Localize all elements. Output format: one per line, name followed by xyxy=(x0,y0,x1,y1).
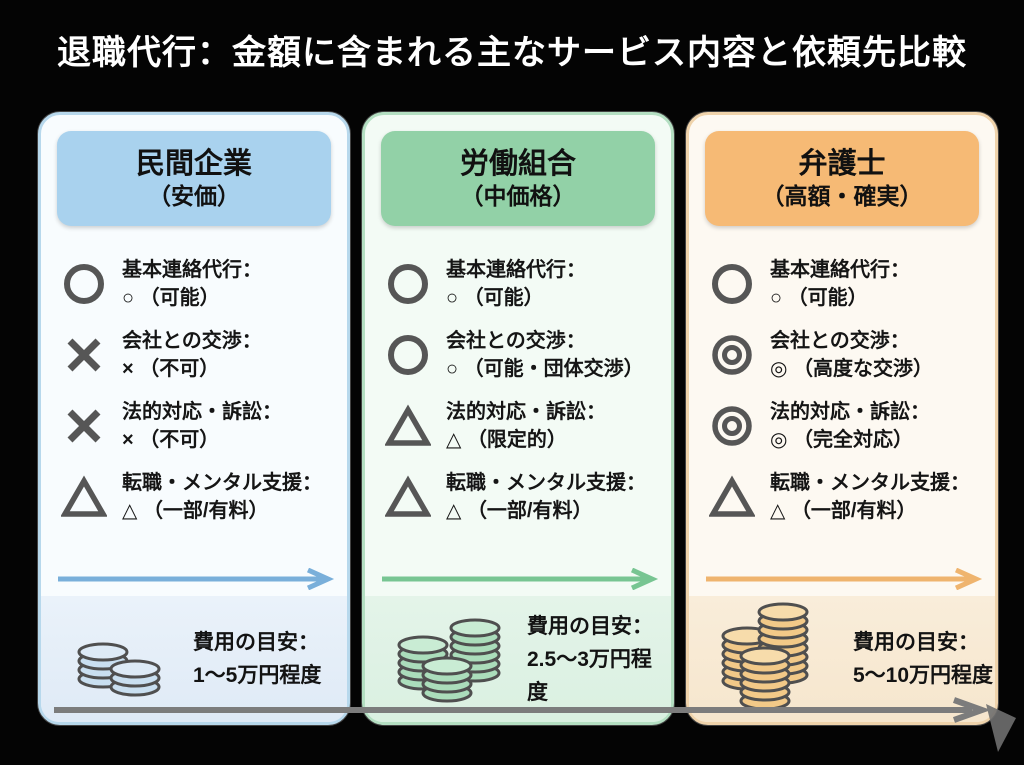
card-header: 弁護士 （高額・確実） xyxy=(705,131,979,226)
double-circle-icon xyxy=(709,332,755,378)
double-circle-icon xyxy=(709,403,755,449)
service-item: 転職・メンタル支援： △ （一部/有料） xyxy=(709,469,987,525)
service-item: 転職・メンタル支援： △ （一部/有料） xyxy=(385,469,663,525)
right-arrow-icon xyxy=(706,567,995,591)
card-private-company: 民間企業 （安価） 基本連絡代行： ○ （可能） 会社との交渉： × （不可） xyxy=(38,112,350,725)
page-title: 退職代行：金額に含まれる主なサービス内容と依頼先比較 xyxy=(57,34,967,72)
service-item: 会社との交渉： × （不可） xyxy=(61,327,339,383)
cost-panel: 費用の目安： 1〜5万円程度 xyxy=(41,596,347,722)
card-lawyer: 弁護士 （高額・確実） 基本連絡代行： ○ （可能） 会社との交渉： ◎ （高度… xyxy=(686,112,998,725)
card-labor-union: 労働組合 （中価格） 基本連絡代行： ○ （可能） 会社との交渉： ○ （可能・… xyxy=(362,112,674,725)
cost-label: 費用の目安： xyxy=(853,631,979,654)
service-item-list: 基本連絡代行： ○ （可能） 会社との交渉： ○ （可能・団体交渉） 法的対応・… xyxy=(365,256,671,540)
cost-panel: 費用の目安： 5〜10万円程度 xyxy=(689,596,995,722)
service-item: 法的対応・訴訟： ◎ （完全対応） xyxy=(709,398,987,454)
service-item: 転職・メンタル支援： △ （一部/有料） xyxy=(61,469,339,525)
service-label: 法的対応・訴訟： xyxy=(446,401,606,423)
cost-label: 費用の目安： xyxy=(193,631,319,654)
cost-value: 2.5〜3万円程度 xyxy=(527,647,652,704)
corner-arrow-decoration-icon xyxy=(986,702,1018,759)
cost-value: 1〜5万円程度 xyxy=(193,664,322,687)
service-item: 法的対応・訴訟： △ （限定的） xyxy=(385,398,663,454)
service-value: × （不可） xyxy=(122,429,220,451)
comparison-columns: 民間企業 （安価） 基本連絡代行： ○ （可能） 会社との交渉： × （不可） xyxy=(0,112,1024,725)
circle-icon xyxy=(385,261,431,307)
card-title: 弁護士 xyxy=(798,147,886,180)
card-title: 民間企業 xyxy=(135,147,252,180)
cost-label: 費用の目安： xyxy=(527,614,653,638)
right-arrow-icon xyxy=(382,567,671,591)
card-title: 労働組合 xyxy=(459,147,576,180)
service-label: 転職・メンタル支援： xyxy=(446,472,646,494)
circle-icon xyxy=(61,261,107,307)
coins-icon xyxy=(395,609,505,709)
triangle-icon xyxy=(61,474,107,520)
service-label: 転職・メンタル支援： xyxy=(122,472,322,494)
service-label: 基本連絡代行： xyxy=(122,259,262,281)
card-subtitle: （中価格） xyxy=(460,182,576,209)
cross-icon xyxy=(61,332,107,378)
service-item-list: 基本連絡代行： ○ （可能） 会社との交渉： × （不可） 法的対応・訴訟： xyxy=(41,256,347,540)
coins-icon xyxy=(719,601,831,718)
card-header: 労働組合 （中価格） xyxy=(381,131,655,226)
service-value: △ （一部/有料） xyxy=(122,500,269,522)
service-label: 法的対応・訴訟： xyxy=(122,401,282,423)
service-item: 基本連絡代行： ○ （可能） xyxy=(61,256,339,312)
service-item: 基本連絡代行： ○ （可能） xyxy=(385,256,663,312)
service-label: 会社との交渉： xyxy=(770,330,910,352)
service-item-list: 基本連絡代行： ○ （可能） 会社との交渉： ◎ （高度な交渉） 法的対応・訴訟… xyxy=(689,256,995,540)
triangle-icon xyxy=(709,474,755,520)
service-value: ◎ （完全対応） xyxy=(770,429,914,451)
service-label: 法的対応・訴訟： xyxy=(770,401,930,423)
right-arrow-icon xyxy=(58,567,347,591)
service-item: 会社との交渉： ◎ （高度な交渉） xyxy=(709,327,987,383)
service-item: 基本連絡代行： ○ （可能） xyxy=(709,256,987,312)
service-value: ○ （可能・団体交渉） xyxy=(446,358,644,380)
service-item: 会社との交渉： ○ （可能・団体交渉） xyxy=(385,327,663,383)
service-value: ○ （可能） xyxy=(446,287,544,309)
bottom-axis-arrow-icon xyxy=(54,697,1006,728)
card-subtitle: （安価） xyxy=(148,182,240,209)
circle-icon xyxy=(385,332,431,378)
card-subtitle: （高額・確実） xyxy=(761,182,923,209)
triangle-icon xyxy=(385,474,431,520)
service-label: 基本連絡代行： xyxy=(770,259,910,281)
service-label: 会社との交渉： xyxy=(122,330,262,352)
service-value: ◎ （高度な交渉） xyxy=(770,358,934,380)
service-label: 基本連絡代行： xyxy=(446,259,586,281)
service-label: 転職・メンタル支援： xyxy=(770,472,970,494)
service-value: ○ （可能） xyxy=(770,287,868,309)
service-value: △ （限定的） xyxy=(446,429,567,451)
service-value: ○ （可能） xyxy=(122,287,220,309)
cost-value: 5〜10万円程度 xyxy=(853,664,994,687)
coins-icon xyxy=(71,617,171,702)
cost-panel: 費用の目安： 2.5〜3万円程度 xyxy=(365,596,671,722)
service-value: △ （一部/有料） xyxy=(446,500,593,522)
service-value: × （不可） xyxy=(122,358,220,380)
triangle-icon xyxy=(385,403,431,449)
circle-icon xyxy=(709,261,755,307)
card-header: 民間企業 （安価） xyxy=(57,131,331,226)
service-item: 法的対応・訴訟： × （不可） xyxy=(61,398,339,454)
service-value: △ （一部/有料） xyxy=(770,500,917,522)
service-label: 会社との交渉： xyxy=(446,330,586,352)
cross-icon xyxy=(61,403,107,449)
